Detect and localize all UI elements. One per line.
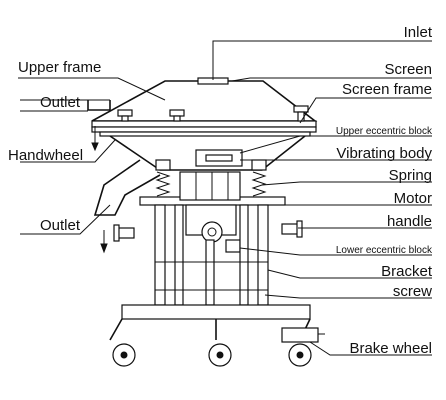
label-handle: handle [387,213,432,230]
clamp-bolts [117,105,309,122]
handles [113,220,303,242]
label-spring: Spring [389,167,432,184]
label-vibrating-body: Vibrating body [336,145,432,162]
lower-eccentric-block [225,239,241,253]
leader-handwheel [20,139,116,163]
label-upper-eccentric-block: Upper eccentric block [336,126,433,137]
leader-upper-frame [18,77,166,101]
label-outlet-top: Outlet [40,94,81,111]
leader-inlet [212,40,432,80]
label-screen-frame: Screen frame [342,81,432,98]
leader-spring [261,181,432,186]
leader-screen-frame [299,97,432,124]
screen-frame-rail-1 [91,120,317,128]
leader-bracket [267,269,432,279]
label-screw: screw [393,283,432,300]
leader-upper-eccentric [239,135,432,154]
screen-frame-rail-2 [91,126,317,133]
leader-lines [18,40,432,356]
label-screen: Screen [384,61,432,78]
leader-screen [231,77,432,82]
label-upper-frame: Upper frame [18,59,101,76]
leader-brake-wheel [309,341,432,356]
outlet-bottom-chute [93,159,161,216]
label-bracket: Bracket [381,263,433,280]
lower-cone [109,135,306,171]
label-brake-wheel: Brake wheel [349,340,432,357]
label-outlet-bottom: Outlet [40,217,81,234]
labels: Inlet Upper frame Screen Outlet Screen f… [8,24,433,357]
base-frame [121,304,311,320]
motor [179,171,241,243]
wheels [112,327,325,367]
leader-outlet-bottom [20,204,111,235]
machine-drawing [20,77,325,367]
leader-lower-eccentric [239,247,432,256]
label-inlet: Inlet [404,24,433,41]
leader-screw [264,294,432,299]
handwheel [91,126,99,152]
label-lower-eccentric-block: Lower eccentric block [336,245,433,256]
label-handwheel: Handwheel [8,147,83,164]
label-motor: Motor [394,190,432,207]
outlet-top-spout [87,100,111,111]
screen-frame-rail-3 [99,131,311,137]
